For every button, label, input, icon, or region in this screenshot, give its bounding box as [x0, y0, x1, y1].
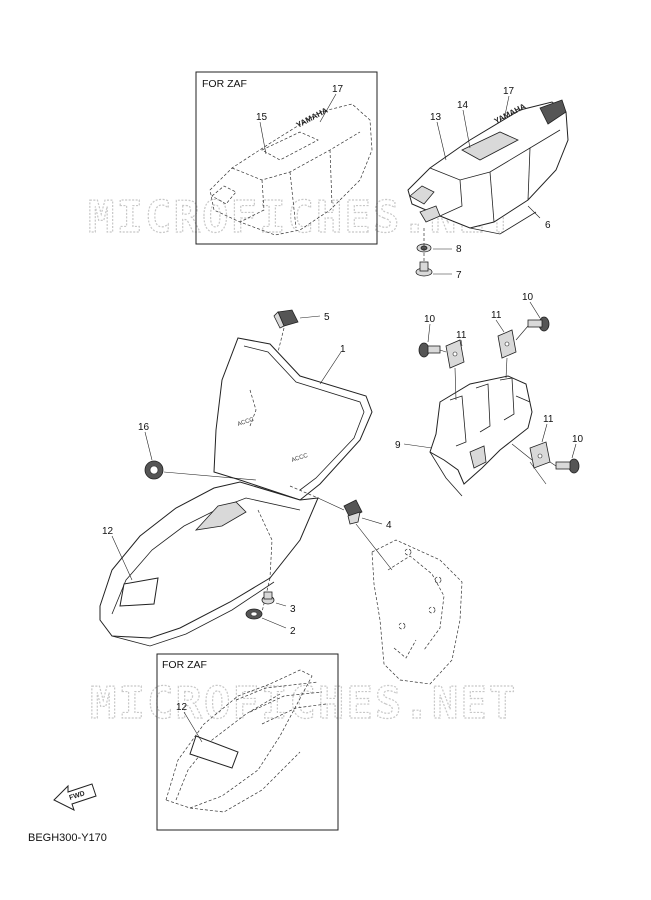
callout-17a: 17	[332, 84, 344, 95]
callout-8: 8	[456, 244, 462, 255]
for-zaf-seat-box	[195, 71, 378, 245]
callout-12b: 12	[176, 702, 188, 713]
bolt-2	[245, 608, 263, 620]
bolt-10-right-top	[527, 316, 550, 332]
callout-11c: 11	[543, 414, 554, 425]
callout-10c: 10	[572, 434, 584, 445]
callout-14: 14	[457, 100, 469, 111]
for-zaf-cowl-box	[156, 653, 339, 831]
callout-13: 13	[430, 112, 442, 123]
bolt-10-right-bottom	[555, 458, 580, 474]
fwd-label: FWD	[68, 790, 85, 802]
frame-outline-dashed	[371, 539, 463, 685]
seat-zaf-brand: YAMAHA	[295, 106, 330, 130]
clip-11-right-top	[497, 329, 517, 359]
callout-11a: 11	[456, 330, 467, 341]
clip-11-right-bottom	[529, 441, 551, 469]
callout-11b: 11	[491, 310, 502, 321]
bolt-7	[415, 261, 433, 277]
fwd-arrow-icon: FWD	[53, 783, 97, 811]
watermark-bottom: MICROFICHES.NET	[90, 678, 517, 729]
callout-9: 9	[395, 440, 401, 451]
callout-10b: 10	[522, 292, 534, 303]
grommet-16	[144, 460, 164, 480]
cover-1: ACCC ACCC	[213, 337, 373, 501]
collar-3	[261, 591, 275, 605]
front-cowl-12	[99, 481, 319, 647]
seat-main: YAMAHA	[407, 99, 569, 235]
callout-15: 15	[256, 112, 268, 123]
cover-1-mark-a: ACCC	[237, 417, 256, 428]
callout-3: 3	[290, 604, 296, 615]
callout-12a: 12	[102, 526, 114, 537]
damper-5	[273, 309, 299, 329]
callout-7: 7	[456, 270, 462, 281]
cover-1-mark-b: ACCC	[291, 453, 310, 464]
for-zaf-cowl-box-label: FOR ZAF	[162, 659, 207, 671]
callout-10a: 10	[424, 314, 436, 325]
cowl-zaf	[165, 669, 327, 813]
for-zaf-seat-box-label: FOR ZAF	[202, 78, 247, 90]
callout-17b: 17	[503, 86, 515, 97]
diagram-code: BEGH300-Y170	[28, 832, 107, 844]
bracket-9	[429, 375, 533, 497]
callout-1: 1	[340, 344, 346, 355]
callout-5: 5	[324, 312, 330, 323]
callout-16: 16	[138, 422, 150, 433]
callout-6: 6	[545, 220, 551, 231]
callout-2: 2	[290, 626, 296, 637]
callout-4: 4	[386, 520, 392, 531]
clip-11-left	[445, 339, 465, 369]
clip-4	[343, 499, 363, 525]
bolt-10-left	[418, 342, 441, 358]
